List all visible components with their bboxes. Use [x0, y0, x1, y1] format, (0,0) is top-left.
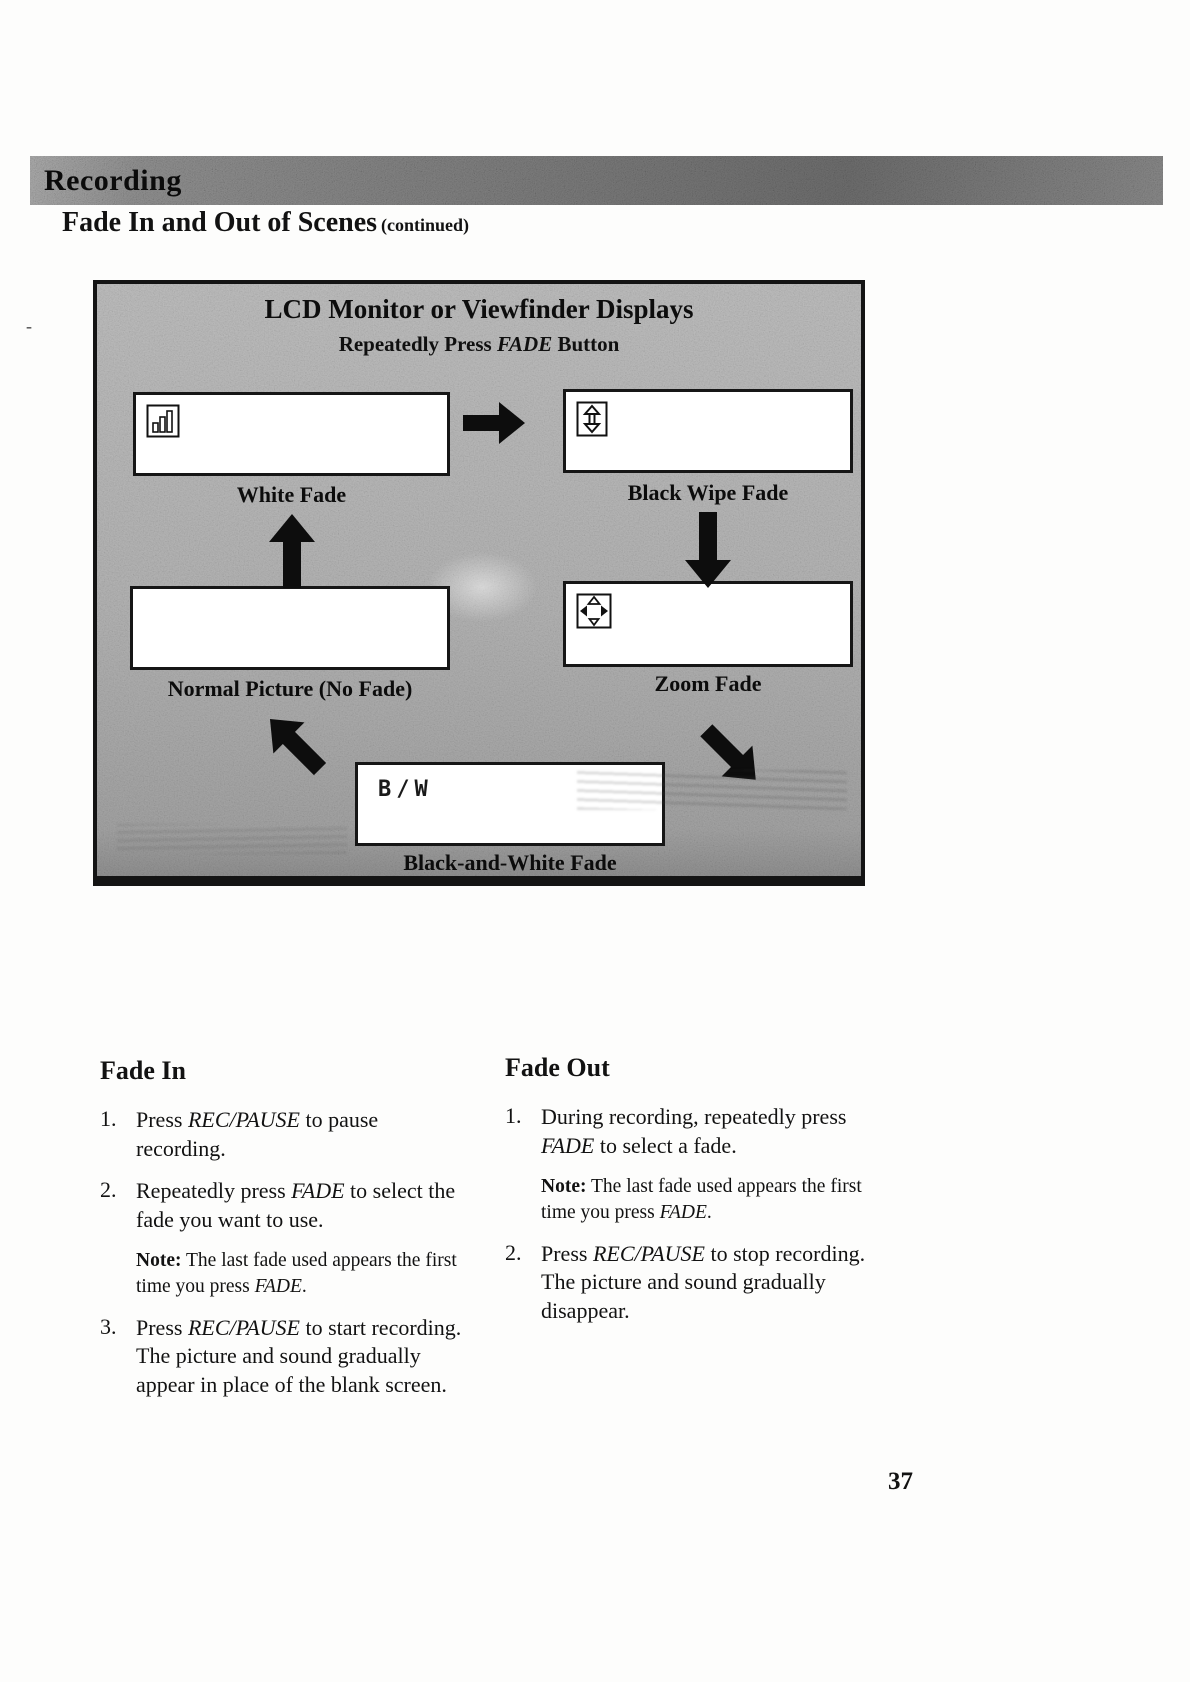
- fade-out-heading: Fade Out: [505, 1053, 610, 1082]
- step-text-emphasis: REC/PAUSE: [592, 1240, 705, 1266]
- step-text-part: to pause recording.: [136, 1107, 379, 1161]
- step-text: Press REC/PAUSE to pause recording.: [136, 1106, 466, 1163]
- page-number: 37: [888, 1468, 913, 1495]
- arrow-up-icon: [269, 514, 315, 588]
- fade-out-note: Note: The last fade used appears the fir…: [541, 1174, 897, 1225]
- note-text-emphasis: FADE: [659, 1201, 707, 1223]
- step-number: 2.: [100, 1177, 117, 1203]
- arrow-up-left-icon: [254, 703, 336, 785]
- step-text-part: Repeatedly press: [136, 1178, 292, 1204]
- zoom-pad-icon: [576, 593, 612, 629]
- fade-out-step-1: 1. During recording, repeatedly press FA…: [505, 1103, 897, 1160]
- step-text-emphasis: REC/PAUSE: [187, 1107, 300, 1132]
- step-text-part: During recording, repeatedly press: [541, 1104, 847, 1129]
- note-text-part: The last fade used appears the first tim…: [136, 1250, 457, 1298]
- fade-in-section: Fade In 1. Press REC/PAUSE to pause reco…: [100, 1056, 466, 1414]
- step-text-part: Press: [541, 1240, 593, 1266]
- note-text-part: .: [706, 1201, 712, 1223]
- bw-screen-text: B/W: [378, 777, 433, 802]
- step-text-emphasis: FADE: [291, 1178, 345, 1204]
- normal-picture-screen: [130, 586, 450, 670]
- fade-modes-diagram: LCD Monitor or Viewfinder Displays Repea…: [93, 280, 865, 886]
- step-text-part: to start recording. The picture and soun…: [136, 1314, 462, 1398]
- diagram-subtitle-prefix: Repeatedly Press: [338, 332, 497, 356]
- wipe-vertical-arrows-icon: [576, 401, 608, 437]
- black-and-white-fade-label: Black-and-White Fade: [403, 850, 617, 875]
- step-text-part: to select a fade.: [594, 1132, 737, 1158]
- step-number: 2.: [505, 1239, 522, 1265]
- step-number: 1.: [100, 1106, 117, 1131]
- arrow-right-icon: [463, 400, 527, 446]
- step-text-part: to select the fade you want to use.: [136, 1178, 456, 1232]
- section-banner: Recording: [30, 156, 1163, 205]
- fade-in-note: Note: The last fade used appears the fir…: [136, 1248, 466, 1299]
- black-and-white-fade-screen: B/W: [355, 762, 665, 846]
- fade-in-step-1: 1. Press REC/PAUSE to pause recording.: [100, 1106, 466, 1163]
- step-text-part: to stop recording. The picture and sound…: [541, 1240, 866, 1323]
- step-text-emphasis: REC/PAUSE: [187, 1314, 300, 1340]
- normal-picture-label: Normal Picture (No Fade): [167, 676, 413, 701]
- step-number: 3.: [100, 1313, 117, 1339]
- step-text-part: Press: [136, 1107, 188, 1132]
- diagram-title: LCD Monitor or Viewfinder Displays: [264, 294, 694, 324]
- note-label: Note:: [541, 1176, 587, 1198]
- black-wipe-fade-label: Black Wipe Fade: [627, 480, 789, 505]
- page-title-continued: (continued): [381, 215, 470, 235]
- fade-out-step-2: 2. Press REC/PAUSE to stop recording. Th…: [505, 1240, 897, 1326]
- arrow-down-icon: [685, 512, 731, 588]
- white-fade-screen: [133, 392, 450, 476]
- note-text-emphasis: FADE: [254, 1276, 302, 1298]
- fade-bars-icon: [146, 404, 180, 438]
- fade-in-heading: Fade In: [100, 1056, 186, 1085]
- fade-in-step-2: 2. Repeatedly press FADE to select the f…: [100, 1177, 466, 1234]
- step-text: Press REC/PAUSE to start recording. The …: [136, 1314, 466, 1400]
- diagram-subtitle-fade: FADE: [496, 332, 553, 356]
- step-number: 1.: [505, 1103, 522, 1128]
- banner-title: Recording: [44, 164, 182, 197]
- arrow-down-right-icon: [691, 715, 772, 796]
- step-text-part: Press: [136, 1314, 188, 1340]
- page-title-text: Fade In and Out of Scenes: [62, 207, 378, 238]
- white-fade-label: White Fade: [236, 482, 347, 507]
- note-label: Note:: [136, 1250, 182, 1272]
- fade-out-section: Fade Out 1. During recording, repeatedly…: [505, 1053, 897, 1339]
- step-text: Repeatedly press FADE to select the fade…: [136, 1177, 466, 1234]
- step-text: During recording, repeatedly press FADE …: [541, 1103, 897, 1160]
- scan-artifact-dash: -: [26, 316, 32, 336]
- zoom-fade-label: Zoom Fade: [654, 671, 762, 696]
- note-text-part: .: [301, 1276, 307, 1298]
- fade-in-step-3: 3. Press REC/PAUSE to start recording. T…: [100, 1314, 466, 1400]
- page-title: Fade In and Out of Scenes (continued): [62, 207, 469, 239]
- zoom-fade-screen: [563, 581, 853, 667]
- note-text-part: The last fade used appears the first tim…: [541, 1176, 862, 1223]
- scan-noise-texture: [30, 156, 1163, 205]
- step-text: Press REC/PAUSE to stop recording. The p…: [541, 1240, 897, 1326]
- black-wipe-fade-screen: [563, 389, 853, 473]
- diagram-subtitle: Repeatedly Press FADE Button: [97, 332, 861, 357]
- step-text-emphasis: FADE: [541, 1132, 595, 1158]
- diagram-subtitle-suffix: Button: [552, 332, 620, 356]
